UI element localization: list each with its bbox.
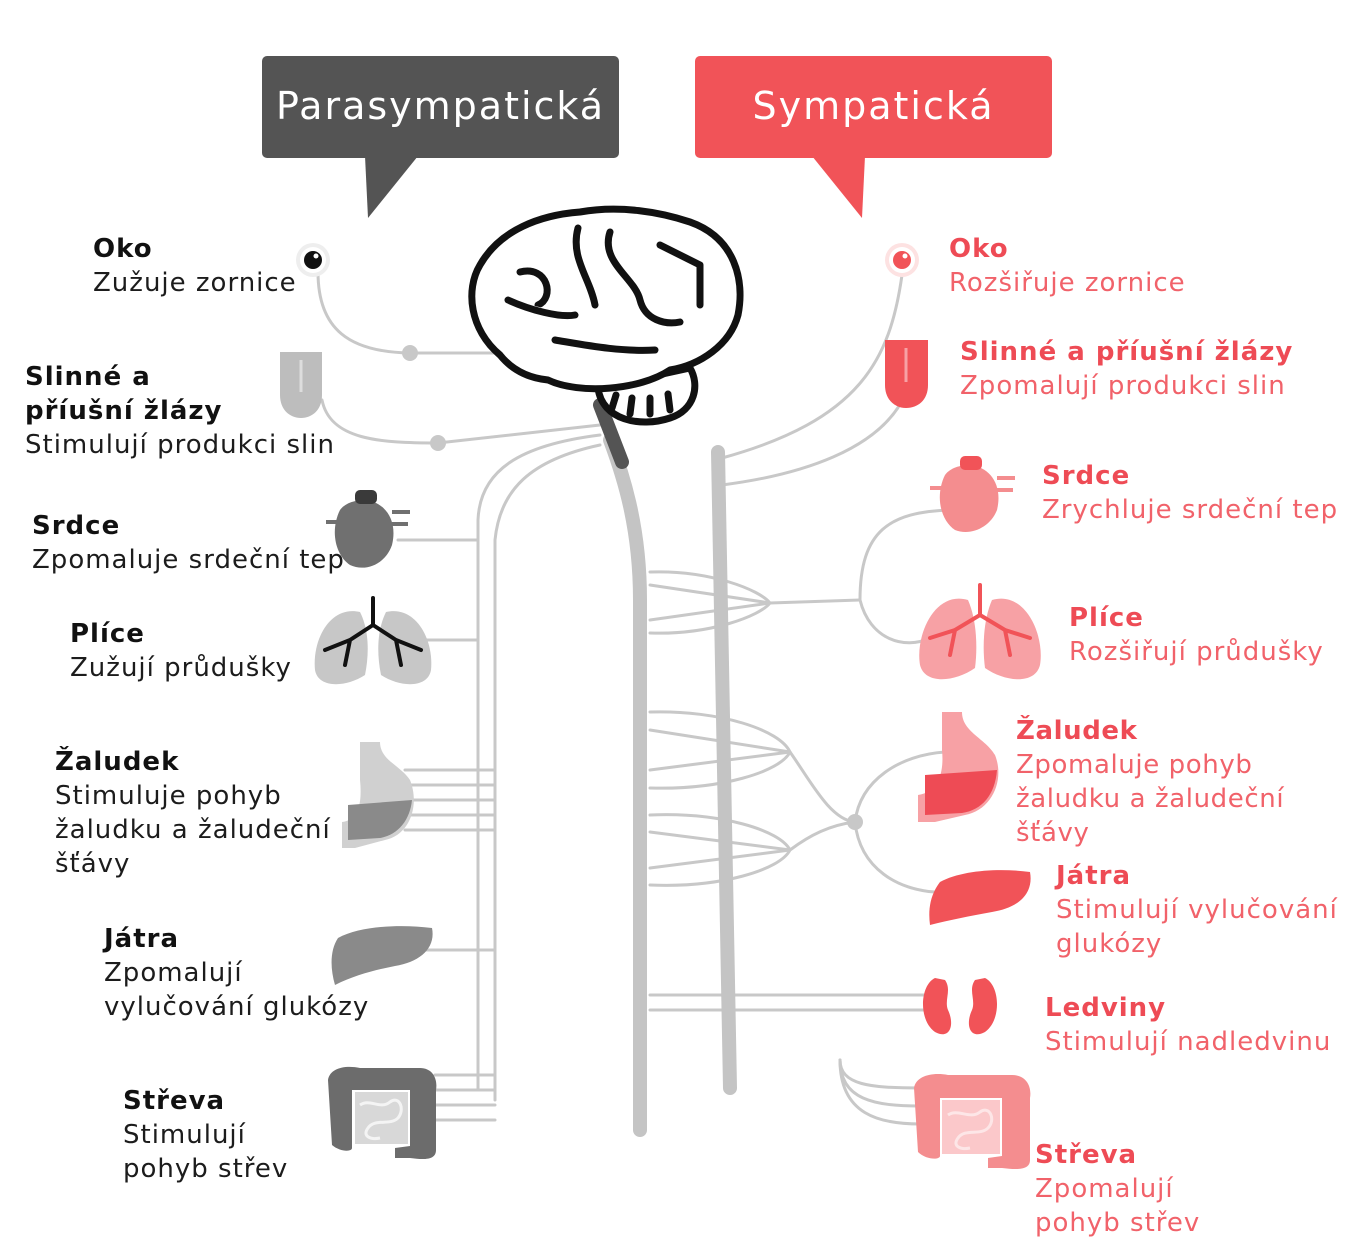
symp-liver-title: Játra bbox=[1056, 859, 1338, 893]
para-stomach-label: Žaludek Stimuluje pohyb žaludku a žalude… bbox=[55, 745, 331, 881]
symp-stomach-title: Žaludek bbox=[1016, 714, 1360, 748]
para-heart-title: Srdce bbox=[32, 509, 345, 543]
para-salivary-label: Slinné a příušní žlázy Stimulují produkc… bbox=[25, 360, 335, 462]
symp-kidneys-label: Ledviny Stimulují nadledvinu bbox=[1045, 991, 1331, 1059]
symp-salivary-label: Slinné a příušní žlázy Zpomalují produkc… bbox=[960, 335, 1293, 403]
para-liver-title: Játra bbox=[104, 922, 369, 956]
symp-eye-title: Oko bbox=[949, 232, 1186, 266]
symp-stomach-label: Žaludek Zpomaluje pohyb žaludku a žalude… bbox=[1016, 714, 1360, 850]
symp-eye-desc: Rozšiřuje zornice bbox=[949, 266, 1186, 300]
para-heart-label: Srdce Zpomaluje srdeční tep bbox=[32, 509, 345, 577]
symp-liver-label: Játra Stimulují vylučování glukózy bbox=[1056, 859, 1338, 961]
symp-liver-desc: Stimulují vylučování glukózy bbox=[1056, 893, 1338, 961]
para-liver-desc: Zpomalují vylučování glukózy bbox=[104, 956, 369, 1024]
para-lungs-desc: Zužují průdušky bbox=[70, 651, 292, 685]
para-eye-desc: Zužuje zornice bbox=[93, 266, 297, 300]
sympathetic-header: Sympatická bbox=[695, 56, 1052, 156]
symp-salivary-desc: Zpomalují produkci slin bbox=[960, 369, 1293, 403]
para-eye-title: Oko bbox=[93, 232, 297, 266]
symp-eye-icon bbox=[885, 243, 919, 277]
symp-heart-title: Srdce bbox=[1042, 459, 1338, 493]
symp-salivary-title: Slinné a příušní žlázy bbox=[960, 335, 1293, 369]
symp-stomach-desc: Zpomaluje pohyb žaludku a žaludeční šťáv… bbox=[1016, 748, 1360, 850]
para-intestines-label: Střeva Stimulují pohyb střev bbox=[123, 1084, 288, 1186]
para-eye-icon bbox=[296, 243, 330, 277]
symp-heart-desc: Zrychluje srdeční tep bbox=[1042, 493, 1338, 527]
symp-lungs-title: Plíce bbox=[1069, 601, 1324, 635]
para-stomach-title: Žaludek bbox=[55, 745, 331, 779]
symp-lungs-desc: Rozšiřují průdušky bbox=[1069, 635, 1324, 669]
para-lungs-title: Plíce bbox=[70, 617, 292, 651]
symp-kidneys-desc: Stimulují nadledvinu bbox=[1045, 1025, 1331, 1059]
para-intestines-title: Střeva bbox=[123, 1084, 288, 1118]
symp-intestines-label: Střeva Zpomalují pohyb střev bbox=[1035, 1138, 1200, 1240]
parasympathetic-header: Parasympatická bbox=[262, 56, 619, 156]
para-salivary-desc: Stimulují produkci slin bbox=[25, 428, 335, 462]
para-stomach-desc: Stimuluje pohyb žaludku a žaludeční šťáv… bbox=[55, 779, 331, 881]
symp-heart-label: Srdce Zrychluje srdeční tep bbox=[1042, 459, 1338, 527]
para-salivary-title: Slinné a příušní žlázy bbox=[25, 360, 335, 428]
para-lungs-label: Plíce Zužují průdušky bbox=[70, 617, 292, 685]
para-heart-desc: Zpomaluje srdeční tep bbox=[32, 543, 345, 577]
symp-kidneys-title: Ledviny bbox=[1045, 991, 1331, 1025]
symp-lungs-label: Plíce Rozšiřují průdušky bbox=[1069, 601, 1324, 669]
symp-intestines-desc: Zpomalují pohyb střev bbox=[1035, 1172, 1200, 1240]
para-liver-label: Játra Zpomalují vylučování glukózy bbox=[104, 922, 369, 1024]
para-eye-label: Oko Zužuje zornice bbox=[93, 232, 297, 300]
para-intestines-desc: Stimulují pohyb střev bbox=[123, 1118, 288, 1186]
symp-intestines-title: Střeva bbox=[1035, 1138, 1200, 1172]
symp-tongue-icon bbox=[885, 340, 928, 408]
symp-eye-label: Oko Rozšiřuje zornice bbox=[949, 232, 1186, 300]
